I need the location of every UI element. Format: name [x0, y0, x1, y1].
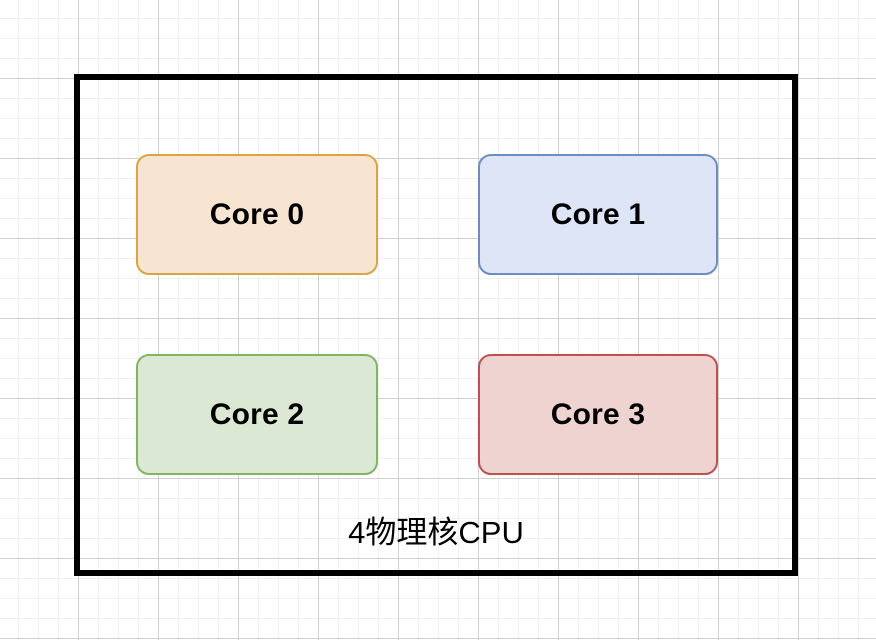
cpu-package-frame[interactable] [74, 74, 798, 576]
core-label-0: Core 0 [209, 197, 305, 231]
cpu-package-caption: 4物理核CPU [348, 515, 524, 550]
core-label-3: Core 3 [550, 397, 646, 431]
core-label-2: Core 2 [209, 397, 305, 431]
core-box-2[interactable]: Core 2 [136, 354, 378, 475]
core-box-0[interactable]: Core 0 [136, 154, 378, 275]
core-box-3[interactable]: Core 3 [478, 354, 718, 475]
core-label-1: Core 1 [550, 197, 646, 231]
core-box-1[interactable]: Core 1 [478, 154, 718, 275]
